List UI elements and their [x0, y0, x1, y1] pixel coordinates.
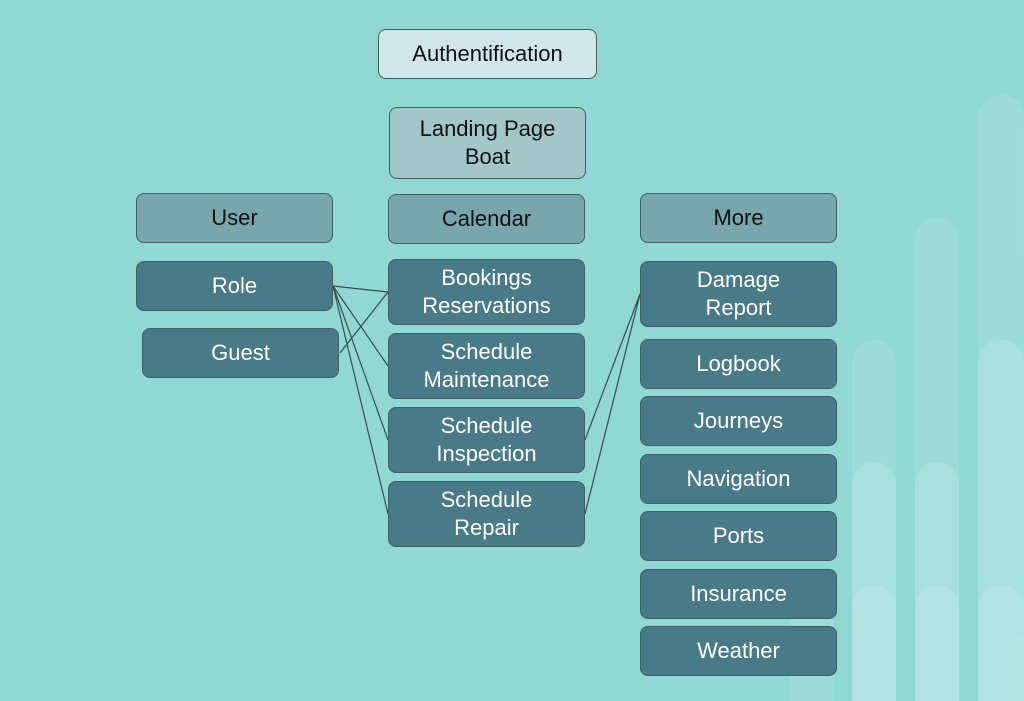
user-item-role: Role: [136, 261, 333, 311]
calendar-item-schedule-repair: Schedule Repair: [388, 481, 585, 547]
more-item-damage-report: Damage Report: [640, 261, 837, 327]
landing-page-box: Landing Page Boat: [389, 107, 586, 179]
calendar-item-bookings-reservations: Bookings Reservations: [388, 259, 585, 325]
calendar-item-schedule-inspection: Schedule Inspection: [388, 407, 585, 473]
more-item-insurance: Insurance: [640, 569, 837, 619]
background-decoration-bar: [852, 585, 896, 701]
connector-role-inspection: [332, 285, 389, 441]
more-item-journeys: Journeys: [640, 396, 837, 446]
background-decoration-bar: [852, 462, 896, 701]
background-decoration-bar: [915, 218, 959, 701]
background-decoration-bar: [852, 340, 896, 701]
background-decoration-bar: [915, 585, 959, 701]
more-item-logbook: Logbook: [640, 339, 837, 389]
background-decoration-bar: [978, 585, 1024, 701]
more-header: More: [640, 193, 837, 243]
calendar-item-schedule-maintenance: Schedule Maintenance: [388, 333, 585, 399]
more-item-ports: Ports: [640, 511, 837, 561]
connector-role-repair: [332, 285, 389, 515]
background-decoration-bar: [978, 95, 1024, 701]
background-decoration-bar: [915, 462, 959, 701]
connector-damage-inspection: [584, 293, 641, 441]
more-item-weather: Weather: [640, 626, 837, 676]
connector-guest-bookings: [339, 291, 389, 354]
user-item-guest: Guest: [142, 328, 339, 378]
connector-damage-repair: [584, 293, 641, 515]
authentication-box: Authentification: [378, 29, 597, 79]
calendar-header: Calendar: [388, 194, 585, 244]
user-header: User: [136, 193, 333, 243]
more-item-navigation: Navigation: [640, 454, 837, 504]
connector-role-bookings: [332, 285, 389, 293]
background-decoration-bar: [978, 340, 1024, 701]
